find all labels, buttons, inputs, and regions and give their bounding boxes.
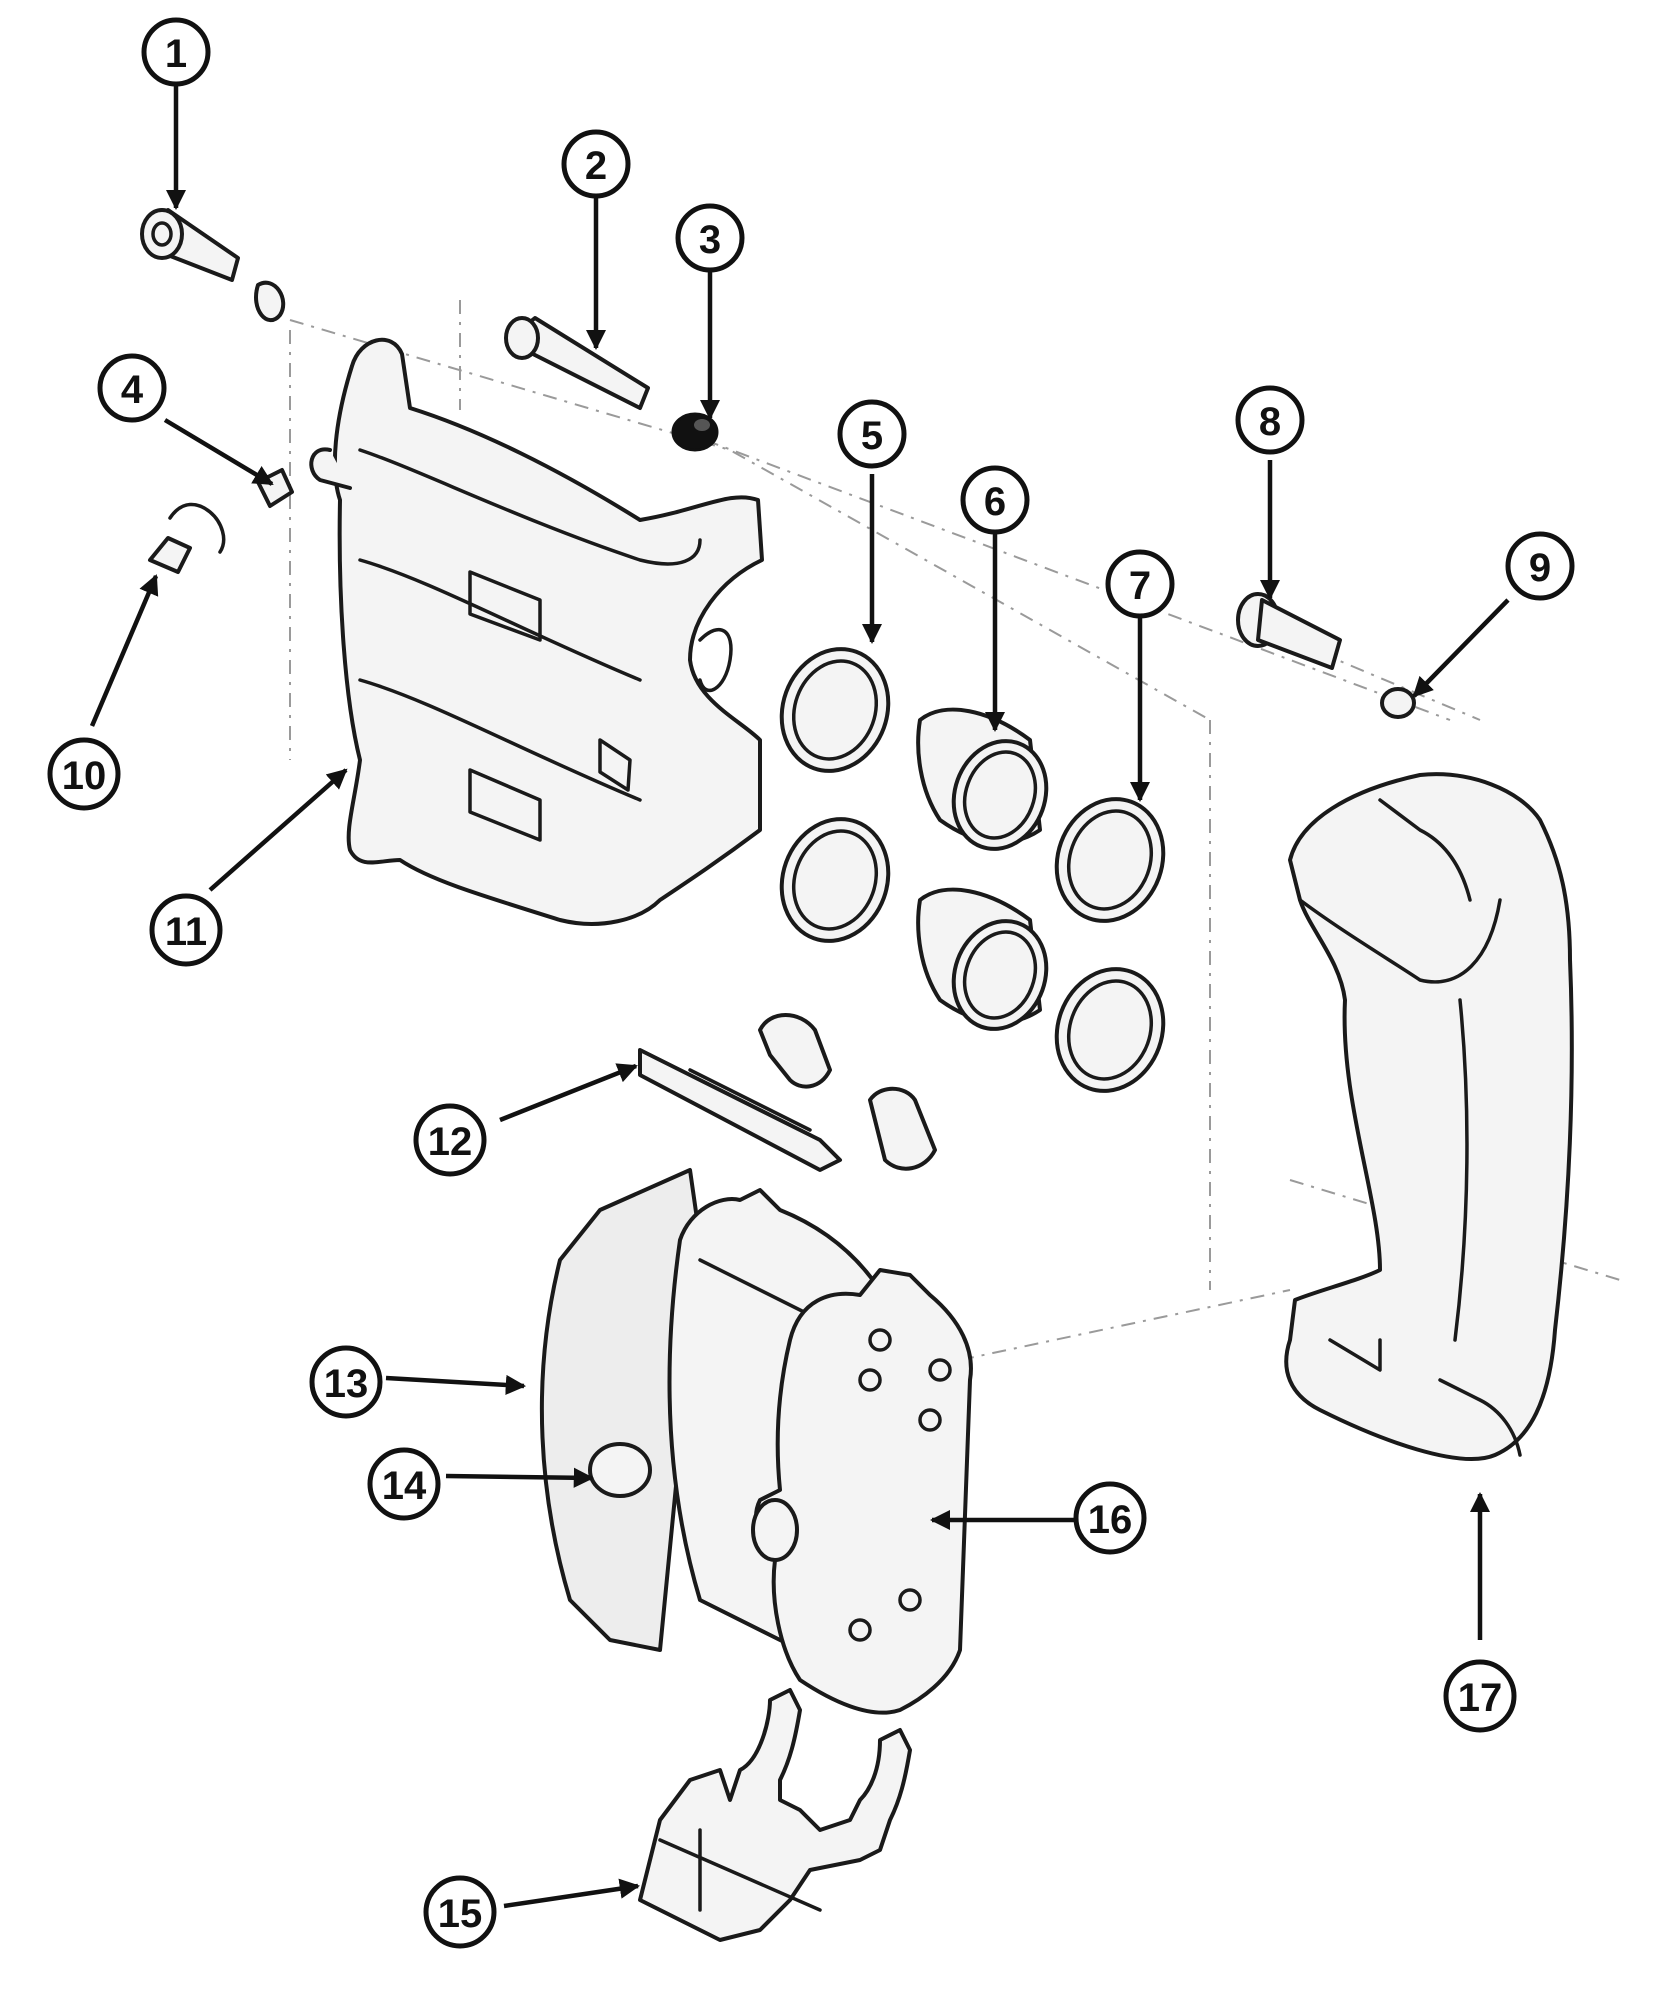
callout-label: 17	[1458, 1676, 1503, 1720]
callout-7: 7	[1105, 549, 1175, 619]
caliper-bracket	[1284, 772, 1574, 1461]
callout-11: 11	[149, 893, 223, 967]
callout-label: 1	[165, 32, 187, 76]
callout-1: 1	[141, 17, 211, 87]
pad-retaining-clip	[638, 1688, 912, 1942]
piston-seal-upper-left	[779, 647, 891, 773]
callout-label: 13	[324, 1362, 369, 1406]
callout-label: 10	[62, 754, 107, 798]
callout-10: 10	[47, 737, 121, 811]
callout-13: 13	[309, 1345, 383, 1419]
mounting-bolt	[1236, 592, 1342, 670]
callout-3: 3	[675, 203, 745, 273]
callout-6: 6	[960, 465, 1030, 535]
callout-label: 8	[1259, 400, 1281, 444]
callout-16: 16	[1073, 1481, 1147, 1555]
piston-upper	[916, 707, 1049, 851]
callout-label: 6	[984, 480, 1006, 524]
anti-rattle-spring	[638, 1013, 937, 1172]
leader-4	[163, 418, 274, 486]
callout-label: 15	[438, 1892, 483, 1936]
piston-seal-lower-left	[779, 817, 891, 943]
leader-10	[89, 574, 159, 727]
caliper-housing	[309, 337, 764, 926]
callout-label: 5	[861, 414, 883, 458]
leader-11	[208, 768, 348, 892]
callout-14: 14	[367, 1447, 441, 1521]
callout-label: 12	[428, 1120, 473, 1164]
callout-15: 15	[423, 1875, 497, 1949]
leader-9	[1412, 598, 1510, 698]
leader-lines	[89, 84, 1510, 1909]
callout-8: 8	[1235, 385, 1305, 455]
callout-label: 7	[1129, 564, 1151, 608]
leader-14	[445, 1467, 595, 1488]
callouts: 1 2 3 4 5 6 7 8 9 10 11 12 13 14 15 16 1…	[47, 17, 1575, 1949]
callout-label: 11	[165, 910, 207, 954]
callout-label: 16	[1088, 1498, 1133, 1542]
guide-bolt-upper	[140, 208, 286, 323]
leader-15	[503, 1878, 641, 1909]
callout-label: 14	[382, 1464, 427, 1508]
leader-13	[385, 1374, 527, 1396]
callout-label: 3	[699, 218, 721, 262]
callout-4: 4	[97, 353, 167, 423]
sensor-clip	[256, 468, 294, 508]
callout-12: 12	[413, 1103, 487, 1177]
brake-pad-inner	[751, 1268, 973, 1715]
leader-12	[499, 1063, 638, 1123]
callout-label: 4	[121, 368, 144, 412]
wear-sensor	[148, 502, 226, 574]
callout-label: 9	[1529, 546, 1551, 590]
dust-boot-lower	[1054, 967, 1166, 1093]
callout-17: 17	[1443, 1659, 1517, 1733]
callout-9: 9	[1505, 531, 1575, 601]
dust-boot-upper	[1054, 797, 1166, 923]
piston-lower	[916, 887, 1049, 1031]
bleeder-cap	[671, 412, 719, 452]
guide-bolt-lower	[504, 316, 650, 410]
callout-2: 2	[561, 129, 631, 199]
mounting-washer	[1380, 687, 1416, 719]
callout-label: 2	[585, 144, 607, 188]
pad-shim-outer	[539, 1168, 702, 1652]
callout-5: 5	[837, 399, 907, 469]
